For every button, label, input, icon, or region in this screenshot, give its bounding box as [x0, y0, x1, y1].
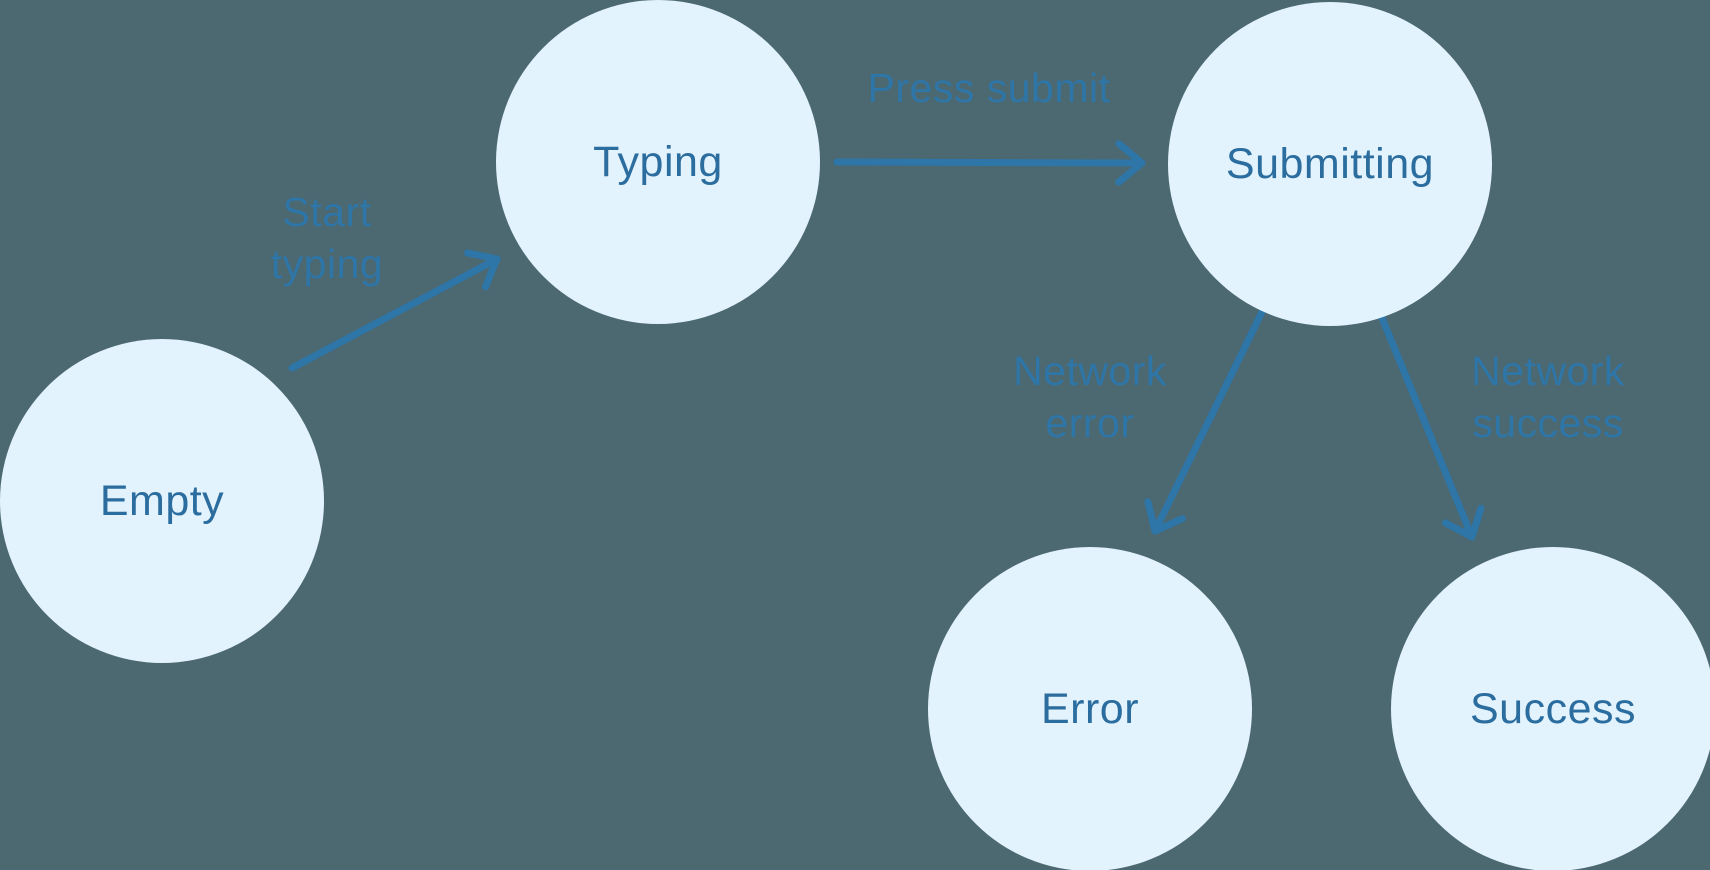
- state-node-success: Success: [1391, 547, 1710, 870]
- arrow-submitting-to-success: [1378, 314, 1485, 541]
- state-node-submitting: Submitting: [1168, 2, 1492, 326]
- state-label-submitting: Submitting: [1225, 139, 1435, 188]
- state-node-empty: Empty: [0, 339, 324, 663]
- state-label-success: Success: [1469, 684, 1636, 733]
- state-label-empty: Empty: [99, 476, 225, 525]
- arrow-submitting-to-error: [1144, 308, 1266, 535]
- state-label-error: Error: [1040, 684, 1140, 733]
- arrow-typing-to-submitting: [833, 140, 1146, 186]
- state-node-typing: Typing: [496, 0, 820, 324]
- transition-label-network-error: Network error: [1013, 347, 1167, 446]
- transition-label-network-success: Network success: [1471, 347, 1625, 446]
- transition-label-start-typing: Start typing: [270, 188, 384, 287]
- state-label-typing: Typing: [593, 137, 723, 186]
- arrow-empty-to-typing: [288, 249, 501, 372]
- state-node-error: Error: [928, 547, 1252, 870]
- transition-label-press-submit: Press submit: [867, 64, 1111, 111]
